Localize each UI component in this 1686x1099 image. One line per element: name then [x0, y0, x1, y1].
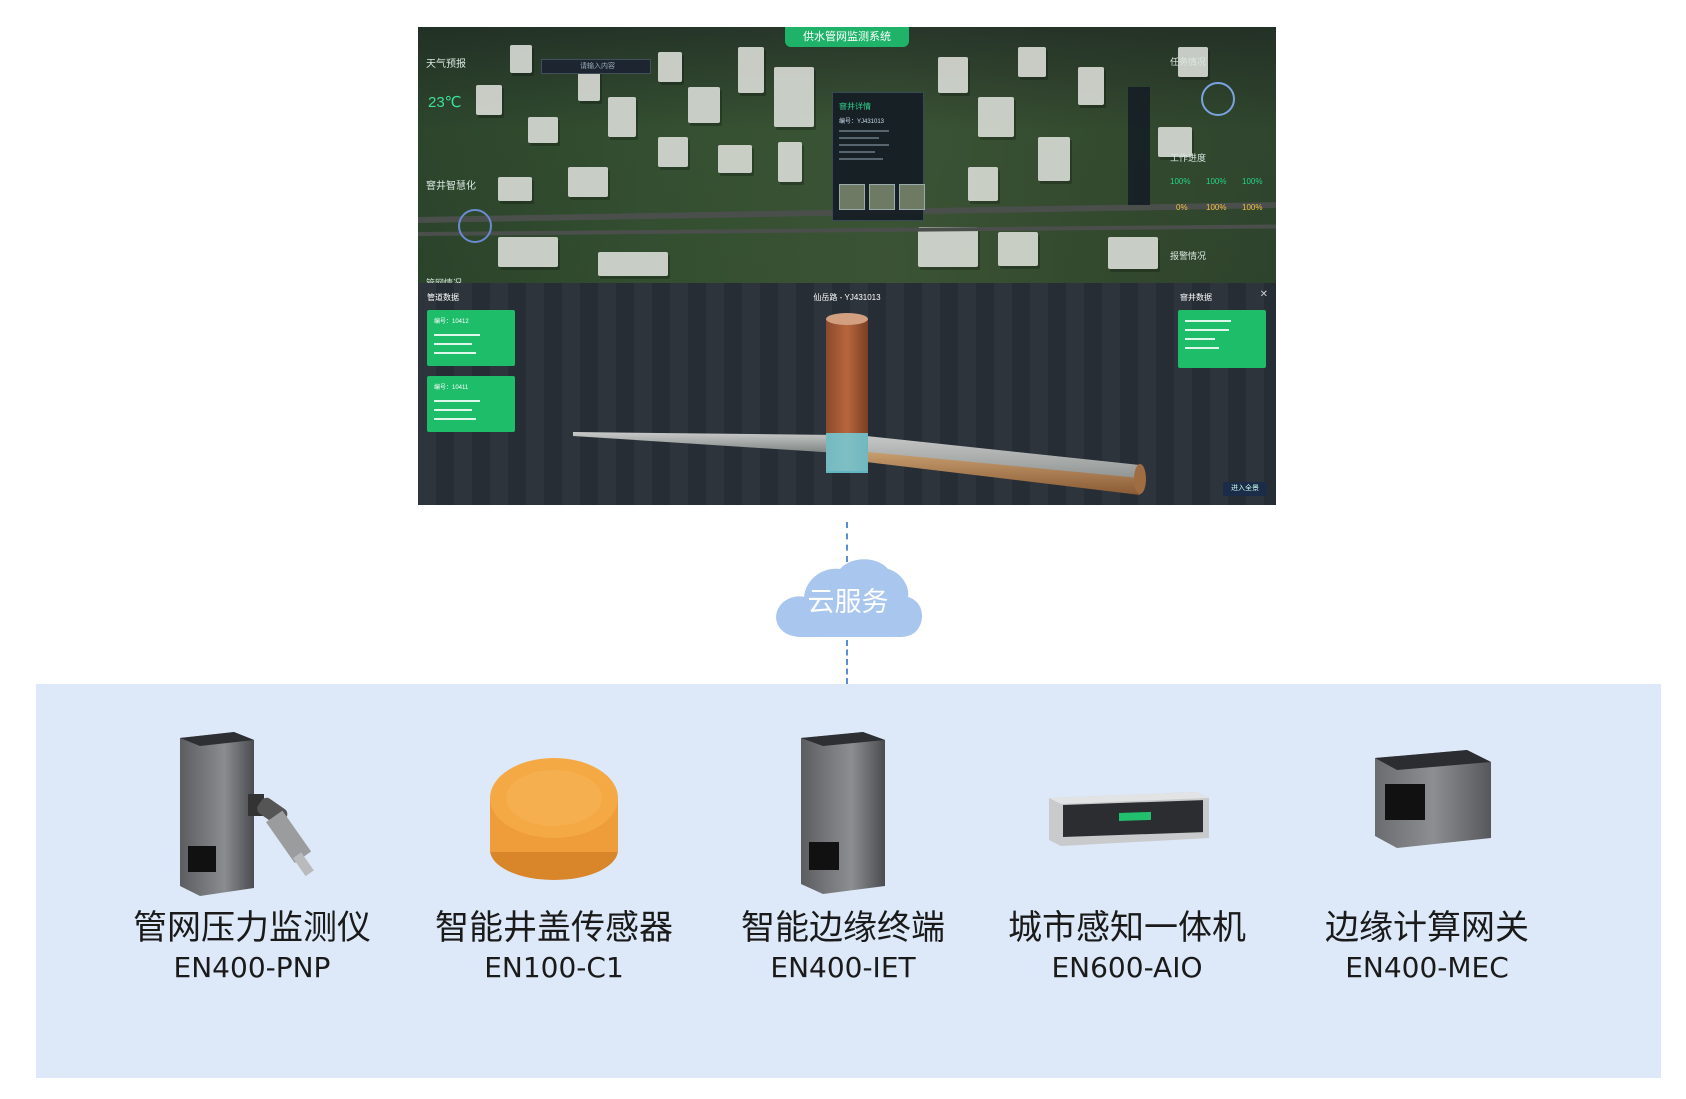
stat-r2-c2: 100%: [1206, 203, 1227, 212]
pipe-data-card: 编号：10411: [427, 376, 515, 432]
device-model: EN600-AIO: [1051, 951, 1203, 984]
manhole-data-title: 窨井数据: [1180, 293, 1212, 302]
manhole-3d-view: 管道数据 仙岳路 - YJ431013 窨井数据 ✕ 编号：10412 编号：1…: [418, 283, 1276, 505]
pipe-data-title: 管道数据: [427, 293, 459, 302]
stat-r1-c3: 100%: [1242, 177, 1263, 186]
progress-title: 工作进度: [1170, 153, 1207, 163]
device-item: 城市感知一体机 EN600-AIO: [977, 684, 1277, 988]
device-name: 智能井盖传感器: [435, 908, 673, 948]
manhole-title: 窨井智慧化: [426, 181, 476, 192]
connector-line-top: [846, 522, 848, 562]
device-name: 智能边缘终端: [741, 908, 945, 948]
close-icon[interactable]: ✕: [1259, 289, 1268, 300]
stat-r2-c3: 100%: [1242, 203, 1263, 212]
app-title: 供水管网监测系统: [785, 27, 909, 47]
detail-photos[interactable]: [839, 184, 925, 210]
monitoring-system-screenshot: 供水管网监测系统 天气预报 23℃ 窨井智慧化 管网情况 请输入内容 窨井详情 …: [418, 27, 1276, 505]
weather-title: 天气预报: [426, 59, 466, 70]
edge-terminal-icon: [801, 732, 885, 894]
manhole-detail-popup: 窨井详情 编号：YJ431013: [832, 92, 925, 221]
cloud-icon: [776, 559, 923, 637]
stat-r2-c1: 0%: [1176, 203, 1188, 212]
device-item: 智能井盖传感器 EN100-C1: [404, 684, 704, 988]
search-input[interactable]: 请输入内容: [541, 59, 651, 74]
cloud-service-label: 云服务: [807, 587, 889, 618]
pressure-monitor-icon: [180, 732, 314, 896]
manhole-sensor-icon: [490, 758, 618, 880]
stat-r1-c2: 100%: [1206, 177, 1227, 186]
task-title: 任务情况: [1170, 57, 1207, 67]
device-model: EN400-PNP: [173, 951, 331, 984]
device-name: 城市感知一体机: [1008, 908, 1246, 948]
task-gauge: [1201, 82, 1235, 116]
rack-server-icon: [1049, 792, 1209, 846]
stat-r1-c1: 100%: [1170, 177, 1191, 186]
manhole-data-card: [1178, 310, 1266, 368]
enter-panorama-button[interactable]: 进入全景: [1223, 482, 1267, 496]
pipe-data-card: 编号：10412: [427, 310, 515, 366]
connector-line-bottom: [846, 640, 848, 684]
devices-band: 管网压力监测仪 EN400-PNP 智能井盖传感器 EN100-C1: [36, 684, 1661, 1078]
pipe-manhole-model: [573, 313, 1146, 495]
edge-gateway-icon: [1375, 750, 1491, 848]
device-name: 边缘计算网关: [1325, 908, 1529, 948]
device-model: EN400-MEC: [1345, 951, 1509, 984]
map-toolbar[interactable]: [1128, 87, 1150, 205]
device-model: EN400-IET: [770, 951, 916, 984]
alarm-title: 报警情况: [1170, 251, 1207, 261]
device-item: 边缘计算网关 EN400-MEC: [1277, 684, 1577, 988]
device-model: EN100-C1: [484, 951, 624, 984]
detail-title: 窨井详情: [839, 102, 871, 111]
detail-id: 编号：YJ431013: [839, 119, 885, 125]
city-3d-view: 供水管网监测系统 天气预报 23℃ 窨井智慧化 管网情况 请输入内容 窨井详情 …: [418, 27, 1276, 288]
temperature-value: 23℃: [428, 94, 462, 111]
manhole-view-title: 仙岳路 - YJ431013: [813, 293, 881, 302]
device-item: 管网压力监测仪 EN400-PNP: [102, 684, 402, 988]
device-item: 智能边缘终端 EN400-IET: [693, 684, 993, 988]
device-name: 管网压力监测仪: [133, 908, 371, 948]
manhole-gauge: [458, 209, 492, 243]
